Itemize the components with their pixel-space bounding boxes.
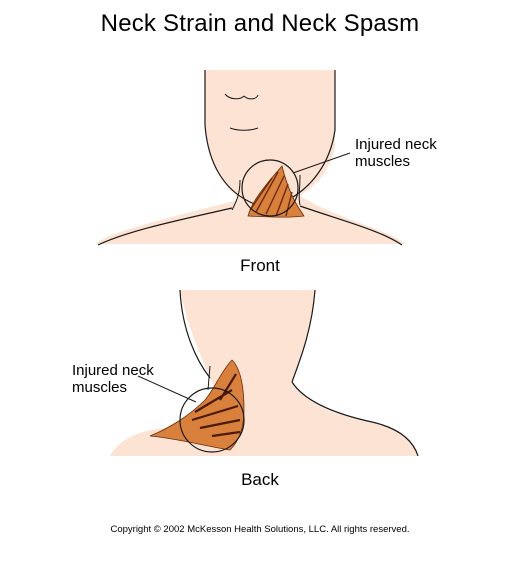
back-view-svg xyxy=(110,290,419,457)
back-callout-label: Injured neck muscles xyxy=(72,362,154,396)
copyright-notice: Copyright © 2002 McKesson Health Solutio… xyxy=(110,524,410,535)
front-neck-left xyxy=(231,179,241,211)
back-muscle-striations xyxy=(191,373,241,438)
front-callout-line2: muscles xyxy=(355,153,411,170)
diagram-title: Neck Strain and Neck Spasm xyxy=(100,10,420,37)
back-caption: Back xyxy=(241,470,279,489)
back-shoulder-right xyxy=(291,381,419,457)
front-muscle-striations xyxy=(249,171,293,217)
front-neck-right xyxy=(298,174,301,206)
front-nose xyxy=(224,93,259,100)
back-highlight-circle xyxy=(179,387,245,453)
back-callout-line1: Injured neck xyxy=(72,362,154,379)
back-head-right xyxy=(291,290,316,383)
back-skin xyxy=(110,290,418,456)
back-view-illustration xyxy=(0,290,520,460)
back-callout-line xyxy=(137,375,197,403)
front-mouth xyxy=(229,127,259,131)
back-spine xyxy=(207,365,211,391)
front-shoulder-right xyxy=(299,205,403,246)
back-head-left xyxy=(179,290,211,379)
front-view-illustration xyxy=(0,70,520,250)
front-view-svg xyxy=(95,70,405,246)
front-highlight-circle xyxy=(241,159,299,217)
front-callout-line xyxy=(292,152,351,174)
back-injured-muscle xyxy=(149,359,245,451)
front-caption: Front xyxy=(240,256,280,275)
front-callout-label: Injured neck muscles xyxy=(355,136,437,170)
back-callout-line2: muscles xyxy=(72,379,128,396)
front-callout-line1: Injured neck xyxy=(355,136,437,153)
front-shoulder-left xyxy=(97,207,233,246)
